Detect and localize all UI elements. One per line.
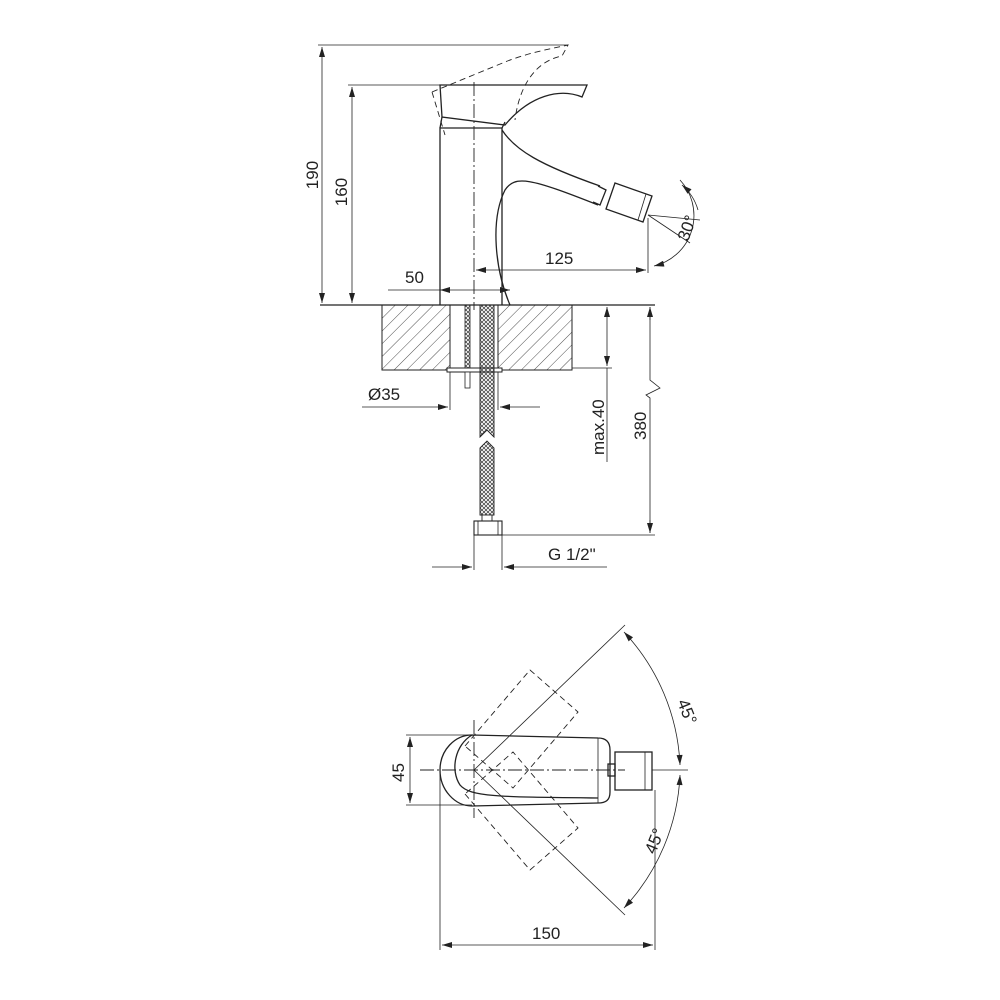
dim-380: 380 [502,304,661,536]
dim-160-label: 160 [332,178,351,206]
countertop-section [381,304,573,389]
dim-45deg-upper-label: 45° [673,696,700,727]
dim-50: 50 [388,268,510,293]
dim-125-label: 125 [545,249,573,268]
top-view: 45° 45° 45 150 [389,624,701,950]
dim-190-label: 190 [303,161,322,189]
side-view: 190 160 50 125 30° [303,44,701,570]
dim-160: 160 [332,84,440,303]
dim-thread-label: G 1/2" [548,545,596,564]
faucet-top-body [420,720,653,818]
dim-diameter-35: Ø35 [362,372,540,410]
dim-190: 190 [303,44,568,303]
dim-45-width: 45 [389,734,472,806]
dim-thread: G 1/2" [432,535,607,570]
dim-35-label: Ø35 [368,385,400,404]
dim-150-label: 150 [532,924,560,943]
dim-50-label: 50 [405,268,424,287]
dim-150: 150 [439,772,656,950]
flexible-hose [473,304,503,536]
dim-125: 125 [476,218,649,273]
dim-30-deg: 30° [647,179,701,267]
dim-max40-label: max.40 [589,399,608,455]
dim-max-40: max.40 [572,307,612,462]
dim-45-label: 45 [389,763,408,782]
handle-rotated-outlines [464,669,579,871]
dim-380-label: 380 [631,412,650,440]
dim-30-label: 30° [674,213,701,244]
